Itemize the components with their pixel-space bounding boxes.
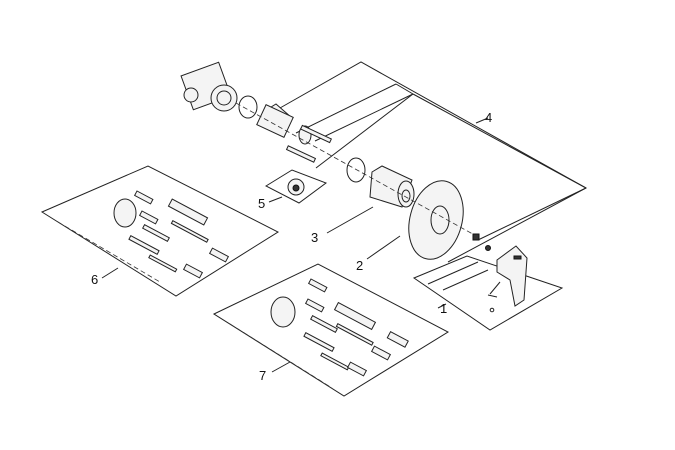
screw-2 [285, 145, 317, 163]
o-ring-1 [238, 95, 258, 119]
hex-key [487, 281, 501, 298]
part-label-3: 3 [311, 230, 319, 245]
part-label-5: 5 [258, 196, 266, 211]
screw-1 [299, 124, 333, 144]
o-ring-2 [346, 157, 366, 183]
group-7 [212, 263, 450, 397]
cartridge [256, 103, 312, 145]
adapter [472, 233, 480, 241]
leader-3 [326, 206, 374, 234]
leader-2 [366, 235, 401, 260]
part-label-7: 7 [259, 368, 267, 383]
sleeve [369, 165, 415, 208]
axis-line [235, 102, 481, 239]
group-1-outline [412, 255, 564, 331]
part-label-4: 4 [485, 110, 493, 125]
part-label-2: 2 [356, 258, 364, 273]
valve-body [180, 61, 238, 112]
group-4-outline [279, 61, 588, 263]
cap [489, 307, 495, 313]
escutcheon [408, 180, 464, 260]
lever-handle [496, 245, 528, 307]
set-screw [485, 245, 491, 251]
group-6 [40, 165, 280, 297]
leader-5 [268, 196, 283, 203]
group-5 [264, 169, 328, 204]
part-label-1: 1 [440, 301, 448, 316]
part-label-6: 6 [91, 272, 99, 287]
